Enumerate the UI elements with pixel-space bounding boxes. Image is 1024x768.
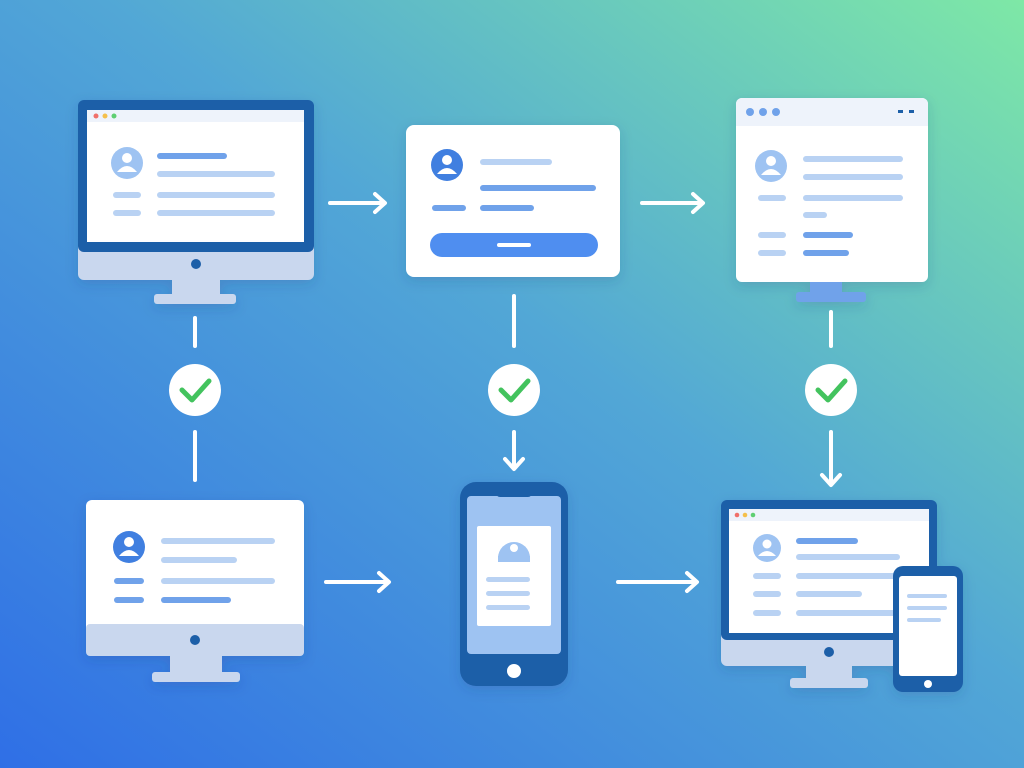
window-dot-yellow [102, 113, 108, 119]
placeholder-line [157, 210, 275, 216]
placeholder-line [486, 591, 530, 596]
arrow-right-icon [640, 192, 705, 214]
user-avatar-icon [755, 150, 787, 182]
browser-profile-view-node [736, 98, 928, 302]
placeholder-line [157, 153, 227, 159]
arrow-right-icon [324, 571, 391, 593]
placeholder-line [758, 232, 786, 238]
placeholder-line [486, 605, 530, 610]
placeholder-line [157, 192, 275, 198]
placeholder-line [753, 573, 781, 579]
placeholder-line [161, 597, 231, 603]
placeholder-line [161, 538, 275, 544]
user-avatar-icon [753, 534, 781, 562]
monitor-power-dot [191, 259, 201, 269]
placeholder-line [907, 594, 947, 598]
placeholder-line [114, 578, 144, 584]
placeholder-line [432, 205, 466, 211]
user-avatar-icon [111, 147, 143, 179]
placeholder-line [907, 606, 947, 610]
window-dot [772, 108, 780, 116]
monitor-stand-neck [172, 278, 220, 296]
check-icon [805, 364, 857, 416]
window-dot-yellow [742, 512, 748, 518]
placeholder-line [803, 232, 853, 238]
window-control[interactable] [898, 110, 903, 113]
window-dot [746, 108, 754, 116]
placeholder-line [753, 610, 781, 616]
placeholder-line [907, 618, 941, 622]
phone-home-button[interactable] [507, 664, 521, 678]
window-dot-red [93, 113, 99, 119]
check-icon [488, 364, 540, 416]
arrow-down-icon [503, 457, 525, 471]
monitor-stand-neck [810, 280, 842, 294]
window-titlebar [87, 110, 304, 122]
window-control[interactable] [909, 110, 914, 113]
user-avatar-icon [431, 149, 463, 181]
phone-profile-view-node [460, 482, 568, 686]
placeholder-line [480, 205, 534, 211]
monitor-power-dot [190, 635, 200, 645]
phone-home-button[interactable] [924, 680, 932, 688]
submit-button-label-bar [497, 243, 531, 247]
placeholder-line [114, 597, 144, 603]
monitor-stand-neck [170, 654, 222, 674]
desktop-profile-view-2-node [86, 500, 304, 682]
monitor-stand-base [154, 294, 236, 304]
responsive-desktop-and-phone-node [721, 500, 963, 692]
monitor-stand-neck [806, 662, 852, 680]
desktop-profile-view-node [78, 100, 314, 304]
placeholder-line [803, 156, 903, 162]
placeholder-line [796, 610, 900, 616]
window-titlebar [729, 509, 929, 521]
arrow-right-icon [328, 192, 387, 214]
placeholder-line [803, 195, 903, 201]
window-dot-green [111, 113, 117, 119]
placeholder-line [480, 185, 596, 191]
monitor-stand-base [152, 672, 240, 682]
placeholder-line [486, 577, 530, 582]
monitor-power-dot [824, 647, 834, 657]
placeholder-line [803, 174, 903, 180]
window-dot [759, 108, 767, 116]
placeholder-line [161, 578, 275, 584]
placeholder-line [157, 171, 275, 177]
placeholder-line [753, 591, 781, 597]
placeholder-line [796, 591, 862, 597]
lock-icon [498, 542, 530, 562]
placeholder-line [796, 554, 900, 560]
placeholder-line [758, 195, 786, 201]
monitor-stand-base [796, 292, 866, 302]
placeholder-line [758, 250, 786, 256]
monitor-stand-base [790, 678, 868, 688]
placeholder-line [803, 250, 849, 256]
placeholder-line [161, 557, 237, 563]
user-avatar-icon [113, 531, 145, 563]
placeholder-line [480, 159, 552, 165]
phone-card [477, 526, 551, 626]
phone-notch [496, 489, 532, 497]
placeholder-line [113, 192, 141, 198]
arrow-right-icon [616, 571, 699, 593]
window-dot-red [734, 512, 740, 518]
placeholder-line [796, 573, 900, 579]
placeholder-line [796, 538, 858, 544]
window-dot-green [750, 512, 756, 518]
placeholder-line [113, 210, 141, 216]
arrow-down-icon [820, 473, 842, 487]
check-icon [169, 364, 221, 416]
phone-screen [899, 576, 957, 676]
login-form-card-node [406, 125, 620, 277]
placeholder-line [803, 212, 827, 218]
